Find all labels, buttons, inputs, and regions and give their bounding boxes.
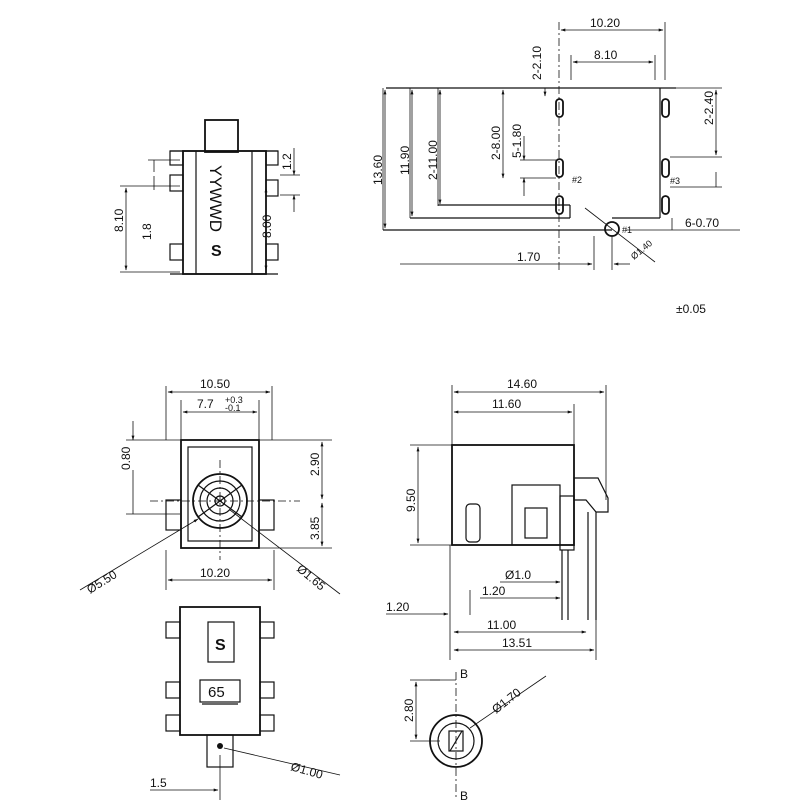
dim-5-1-80: 5-1.80 (510, 124, 524, 158)
dim-2-80: 2.80 (402, 698, 416, 722)
section-label-top: B (460, 667, 468, 681)
top-left-view: YYWWD S 8.10 1.8 1.2 8.00 (112, 119, 300, 275)
dim-dia-1-0: Ø1.0 (505, 568, 531, 582)
dim-2-90: 2.90 (308, 452, 322, 476)
dim-7-7: 7.7 (197, 397, 214, 411)
dim-dia-1-70: Ø1.70 (489, 685, 524, 716)
pin-label-2: #2 (572, 175, 582, 185)
dim-8-10-top: 8.10 (594, 48, 618, 62)
dim-8-00: 8.00 (260, 214, 274, 238)
dim-1-20-a: 1.20 (482, 584, 506, 598)
dim-2-8-00: 2-8.00 (489, 126, 503, 160)
dim-14-60: 14.60 (507, 377, 537, 391)
dim-10-20-front: 10.20 (200, 566, 230, 580)
section-label-bottom: B (460, 789, 468, 800)
dim-1-20-b: 1.20 (386, 600, 410, 614)
dim-2-11-00: 2-11.00 (426, 140, 440, 180)
dim-11-00: 11.00 (487, 618, 516, 632)
dim-9-50: 9.50 (404, 488, 418, 512)
dim-13-51: 13.51 (502, 636, 532, 650)
bottom-view: S 65 1.5 Ø1.00 (150, 606, 341, 800)
dim-1-2: 1.2 (280, 153, 294, 170)
dim-10-20-top: 10.20 (590, 16, 620, 30)
dim-dia-1-00: Ø1.00 (289, 759, 325, 782)
pcb-layout-view: 10.20 8.10 2-2.10 13.60 11.90 2-11.00 2-… (371, 16, 740, 270)
side-view: 14.60 11.60 9.50 Ø1.0 1.20 1.20 11.00 13… (386, 377, 609, 660)
dim-dia-5-50: Ø5.50 (84, 567, 119, 596)
date-code-marking: YYWWD (206, 165, 225, 232)
dim-tol-minus: -0.1 (225, 403, 241, 413)
bottom-label: 65 (208, 684, 225, 701)
dim-0-80: 0.80 (119, 446, 133, 470)
pin-label-3: #3 (670, 176, 680, 186)
front-view: 10.50 7.7 +0.3 -0.1 0.80 2.90 3.85 (79, 377, 341, 597)
dim-2-2-40: 2-2.40 (702, 91, 716, 125)
dim-tol-plus: +0.3 (225, 395, 243, 405)
logo-mark: S (211, 243, 222, 260)
section-view: B B 2.80 Ø1.70 (402, 667, 547, 800)
dim-11-60: 11.60 (492, 397, 521, 411)
dim-dia-1-65: Ø1.65 (294, 562, 328, 594)
dim-8-10: 8.10 (112, 208, 126, 232)
bottom-logo: S (215, 637, 226, 654)
dim-13-60: 13.60 (371, 155, 385, 185)
dim-1-8: 1.8 (140, 223, 154, 240)
dim-10-50: 10.50 (200, 377, 230, 391)
dim-11-90: 11.90 (398, 146, 412, 175)
dim-1-5: 1.5 (150, 776, 167, 790)
dim-2-2-10: 2-2.10 (530, 46, 544, 80)
dim-3-85: 3.85 (308, 516, 322, 540)
dim-6-0-70: 6-0.70 (685, 216, 719, 230)
dim-1-70: 1.70 (517, 250, 541, 264)
tolerance-note: ±0.05 (676, 302, 706, 316)
pin-label-1: #1 (622, 225, 632, 235)
